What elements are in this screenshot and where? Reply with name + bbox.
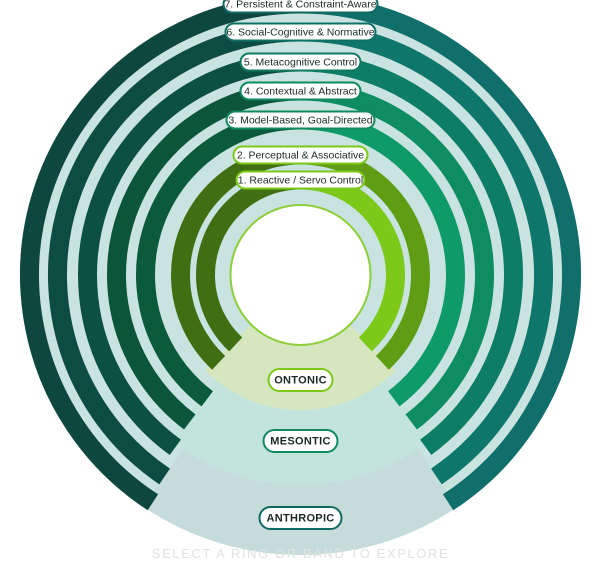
ring-label-text: 1. Reactive / Servo Control [238, 175, 363, 187]
ring-label-5[interactable]: 5. Metacognitive Control [239, 52, 362, 72]
ring-1-left-arc[interactable] [196, 170, 396, 352]
ring-label-text: 2. Perceptual & Associative [237, 150, 364, 162]
ring-3-left-arc[interactable] [136, 110, 456, 407]
band-label-anthropic[interactable]: ANTHROPIC [258, 506, 343, 530]
band-label-text: ANTHROPIC [266, 513, 334, 525]
band-label-text: ONTONIC [274, 375, 327, 387]
ring-label-1[interactable]: 1. Reactive / Servo Control [235, 170, 366, 190]
ring-3[interactable] [136, 110, 465, 407]
ring-5-right-arc[interactable] [88, 52, 523, 455]
ring-4-right-arc[interactable] [117, 81, 494, 430]
ring-label-text: 7. Persistent & Constraint-Aware [224, 0, 376, 11]
center-hole [229, 204, 372, 346]
ring-label-text: 6. Social-Cognitive & Normative [226, 27, 374, 39]
ring-2-left-arc[interactable] [171, 145, 420, 370]
ring-label-4[interactable]: 4. Contextual & Abstract [239, 81, 362, 101]
ring-label-3[interactable]: 3. Model-Based, Goal-Directed [225, 110, 376, 130]
ring-2-right-arc[interactable] [180, 145, 430, 370]
band-label-ontonic[interactable]: ONTONIC [267, 368, 334, 392]
ring-label-6[interactable]: 6. Social-Cognitive & Normative [224, 22, 377, 42]
ring-2[interactable] [171, 145, 430, 370]
ring-1[interactable] [196, 170, 405, 352]
ring-label-7[interactable]: 7. Persistent & Constraint-Aware [222, 0, 379, 14]
ring-5[interactable] [78, 52, 523, 455]
ring-label-2[interactable]: 2. Perceptual & Associative [232, 145, 369, 165]
band-sector-ontonic[interactable] [205, 324, 396, 410]
ring-label-text: 3. Model-Based, Goal-Directed [228, 115, 372, 127]
band-label-text: MESONTIC [270, 436, 330, 448]
band-label-mesontic[interactable]: MESONTIC [262, 429, 339, 453]
explore-hint: SELECT A RING OR BAND TO EXPLORE [151, 546, 450, 561]
ring-5-left-arc[interactable] [78, 52, 514, 455]
ring-6-right-arc[interactable] [57, 22, 553, 485]
ring-7-right-arc[interactable] [30, 0, 581, 511]
ring-1-right-arc[interactable] [206, 170, 405, 352]
ring-label-text: 5. Metacognitive Control [244, 57, 357, 69]
ring-label-text: 4. Contextual & Abstract [244, 86, 357, 98]
ring-3-right-arc[interactable] [146, 110, 465, 407]
